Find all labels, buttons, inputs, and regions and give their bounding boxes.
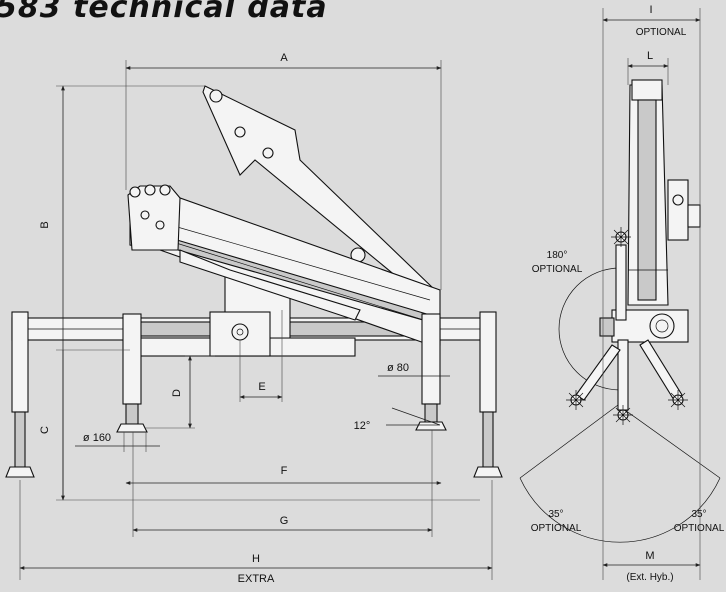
front-side-cylinder: [667, 179, 689, 241]
dim-label-F: F: [281, 465, 288, 477]
left35-optional-label: OPTIONAL: [531, 523, 582, 534]
front-left-leg: [575, 344, 621, 401]
foot-star-center: [613, 405, 633, 425]
slew-pin: [231, 323, 249, 341]
diam80-label: ø 80: [387, 362, 409, 374]
left35-label: 35°: [548, 509, 563, 520]
dim-label-M: M: [645, 550, 654, 562]
foot-star-top: [611, 227, 631, 247]
front-upper-leg: [615, 244, 627, 321]
dim-label-H-extra: EXTRA: [238, 573, 275, 585]
rot180-optional-label: OPTIONAL: [532, 264, 583, 275]
dim-label-D: D: [171, 389, 183, 397]
dim-label-L: L: [647, 50, 653, 62]
dim-label-C: C: [39, 426, 51, 434]
angle-12-mark: [386, 407, 441, 426]
boom-head: [127, 185, 181, 251]
dim-label-A: A: [280, 52, 288, 64]
outrigger-leg-inner-right: [415, 313, 447, 431]
dim-label-I: I: [649, 4, 652, 16]
right35-optional-label: OPTIONAL: [674, 523, 725, 534]
dim-label-E: E: [258, 381, 265, 393]
dim-label-G: G: [280, 515, 289, 527]
dim-label-M-sub: (Ext. Hyb.): [626, 572, 673, 583]
side-view: A B C D E F G H EXTRA ø 160 ø 80 12°: [5, 52, 503, 585]
outrigger-leg-inner-left: [116, 313, 148, 433]
front-right-leg: [639, 339, 683, 401]
outrigger-leg-far-right: [473, 311, 503, 478]
angle12-label: 12°: [354, 420, 371, 432]
dim-label-H: H: [252, 553, 260, 565]
dim-label-B: B: [39, 221, 51, 228]
foot-star-left: [566, 390, 586, 410]
front-view: I OPTIONAL L M (Ext. Hyb.) 180° OPTIONAL…: [519, 4, 725, 583]
rot180-label: 180°: [547, 250, 568, 261]
outrigger-leg-far-left: [5, 311, 35, 478]
diam160-label: ø 160: [83, 432, 111, 444]
page-title: 583 technical data: [0, 0, 328, 25]
foot-star-right: [668, 390, 688, 410]
lift-cylinder: [179, 249, 361, 321]
right35-label: 35°: [691, 509, 706, 520]
dim-label-I-optional: OPTIONAL: [636, 27, 687, 38]
